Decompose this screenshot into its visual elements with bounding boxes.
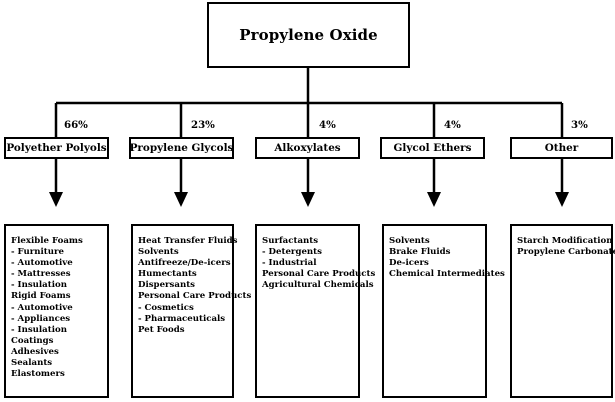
use-item: Starch Modification [517, 236, 613, 246]
use-item: - Insulation [11, 324, 67, 335]
use-item: - Insulation [11, 280, 67, 291]
use-item: Heat Transfer Fluids [138, 236, 238, 246]
category-label: Polyether Polyols [6, 142, 107, 154]
arrow-head-other [555, 192, 569, 207]
uses-box-polyether-polyols: Flexible Foams- Furniture- Automotive- M… [4, 224, 109, 398]
use-item: Solvents [138, 247, 179, 258]
use-item: - Appliances [11, 313, 71, 324]
arrow-head-glycol-ethers [427, 192, 441, 207]
use-item: - Detergents [262, 247, 322, 258]
use-item: Propylene Carbonate [517, 247, 615, 258]
category-box-polyether-polyols: Polyether Polyols [4, 137, 109, 159]
category-box-glycol-ethers: Glycol Ethers [380, 137, 485, 159]
use-item: - Pharmaceuticals [138, 313, 226, 324]
use-item: Pet Foods [138, 324, 185, 335]
use-item: - Furniture [11, 247, 65, 258]
percent-label-polyether-polyols: 66% [64, 119, 88, 131]
category-label: Other [544, 142, 579, 154]
use-item: Agricultural Chemicals [262, 280, 374, 291]
use-item: Surfactants [262, 236, 319, 246]
use-item: Brake Fluids [389, 247, 451, 258]
arrow-head-polyether-polyols [49, 192, 63, 207]
percent-label-other: 3% [571, 119, 588, 131]
use-item: - Industrial [262, 258, 317, 269]
use-item: Coatings [11, 335, 54, 346]
category-label: Alkoxylates [274, 142, 341, 154]
category-label: Propylene Glycols [129, 142, 234, 154]
use-item: Rigid Foams [11, 291, 71, 302]
use-item: De-icers [389, 258, 429, 269]
use-item: - Cosmetics [138, 302, 194, 313]
percent-label-propylene-glycols: 23% [191, 119, 215, 131]
use-item: - Automotive [11, 302, 73, 313]
category-label: Glycol Ethers [393, 142, 472, 154]
use-item: Antifreeze/De-icers [138, 258, 231, 269]
root-title: Propylene Oxide [239, 26, 378, 44]
use-item: - Automotive [11, 258, 73, 269]
arrow-head-propylene-glycols [174, 192, 188, 207]
use-item: Flexible Foams [11, 236, 83, 246]
category-box-alkoxylates: Alkoxylates [255, 137, 360, 159]
arrow-head-alkoxylates [301, 192, 315, 207]
use-item: Personal Care Products [138, 291, 252, 302]
use-item: Sealants [11, 358, 53, 369]
use-item: Personal Care Products [262, 269, 376, 280]
use-item: Adhesives [11, 346, 59, 357]
root-node-box: Propylene Oxide [207, 2, 410, 68]
use-item: Dispersants [138, 280, 196, 291]
use-item: Solvents [389, 236, 430, 246]
use-item: Humectants [138, 269, 197, 280]
category-box-propylene-glycols: Propylene Glycols [129, 137, 234, 159]
percent-label-glycol-ethers: 4% [444, 119, 461, 131]
use-item: Elastomers [11, 369, 65, 380]
use-item: - Mattresses [11, 269, 71, 280]
percent-label-alkoxylates: 4% [319, 119, 336, 131]
category-box-other: Other [510, 137, 613, 159]
use-item: Chemical Intermediates [389, 269, 505, 280]
